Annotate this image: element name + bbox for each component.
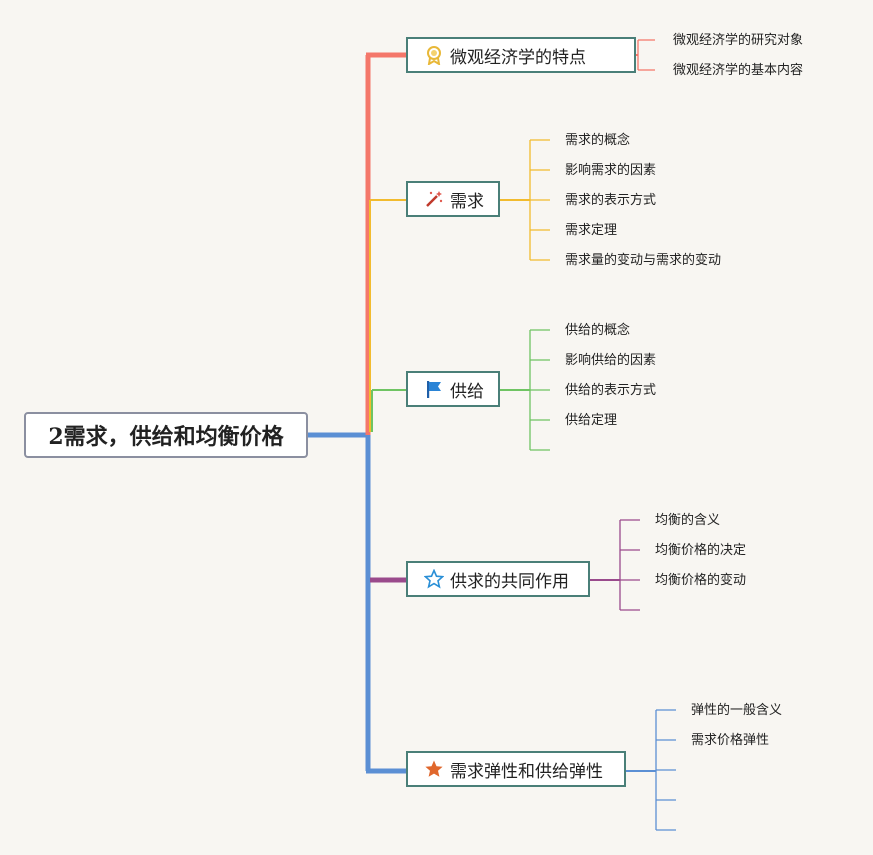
root-topic[interactable]: 2需求，供给和均衡价格 [24,412,308,458]
leaf-topic[interactable]: 均衡价格的变动 [655,573,747,588]
branch-label: 需求 [450,191,484,212]
flag-icon [424,379,444,399]
award-ribbon-icon [424,45,444,65]
leaf-topic[interactable]: 需求的概念 [565,133,631,148]
branch-label: 供求的共同作用 [450,571,569,592]
leaf-topic[interactable]: 供给的概念 [565,323,631,338]
leaf-topic[interactable]: 需求定理 [565,223,618,238]
leaf-topic[interactable]: 均衡价格的决定 [655,543,747,558]
branch-topic-features[interactable]: 微观经济学的特点 [406,37,636,73]
leaf-topic[interactable]: 弹性的一般含义 [691,703,783,718]
leaf-topic[interactable]: 需求价格弹性 [691,733,770,748]
branch-topic-demand[interactable]: 需求 [406,181,500,217]
leaf-topic[interactable]: 供给的表示方式 [565,383,657,398]
branch-topic-interaction[interactable]: 供求的共同作用 [406,561,590,597]
star-outline-icon [424,569,444,589]
leaf-topic[interactable]: 微观经济学的研究对象 [673,33,804,48]
branch-topic-elasticity[interactable]: 需求弹性和供给弹性 [406,751,626,787]
branch-topic-supply[interactable]: 供给 [406,371,500,407]
leaf-topic[interactable]: 需求的表示方式 [565,193,657,208]
leaf-topic[interactable]: 影响需求的因素 [565,163,657,178]
branch-label: 供给 [450,381,484,402]
branch-label: 微观经济学的特点 [450,47,586,68]
leaf-topic[interactable]: 供给定理 [565,413,618,428]
leaf-topic[interactable]: 影响供给的因素 [565,353,657,368]
magic-wand-icon [424,189,444,209]
branch-label: 需求弹性和供给弹性 [450,761,603,782]
leaf-topic[interactable]: 需求量的变动与需求的变动 [565,253,722,268]
leaf-topic[interactable]: 均衡的含义 [655,513,721,528]
star-filled-icon [424,759,444,779]
root-title: 2需求，供给和均衡价格 [48,424,284,450]
leaf-topic[interactable]: 微观经济学的基本内容 [673,63,804,78]
